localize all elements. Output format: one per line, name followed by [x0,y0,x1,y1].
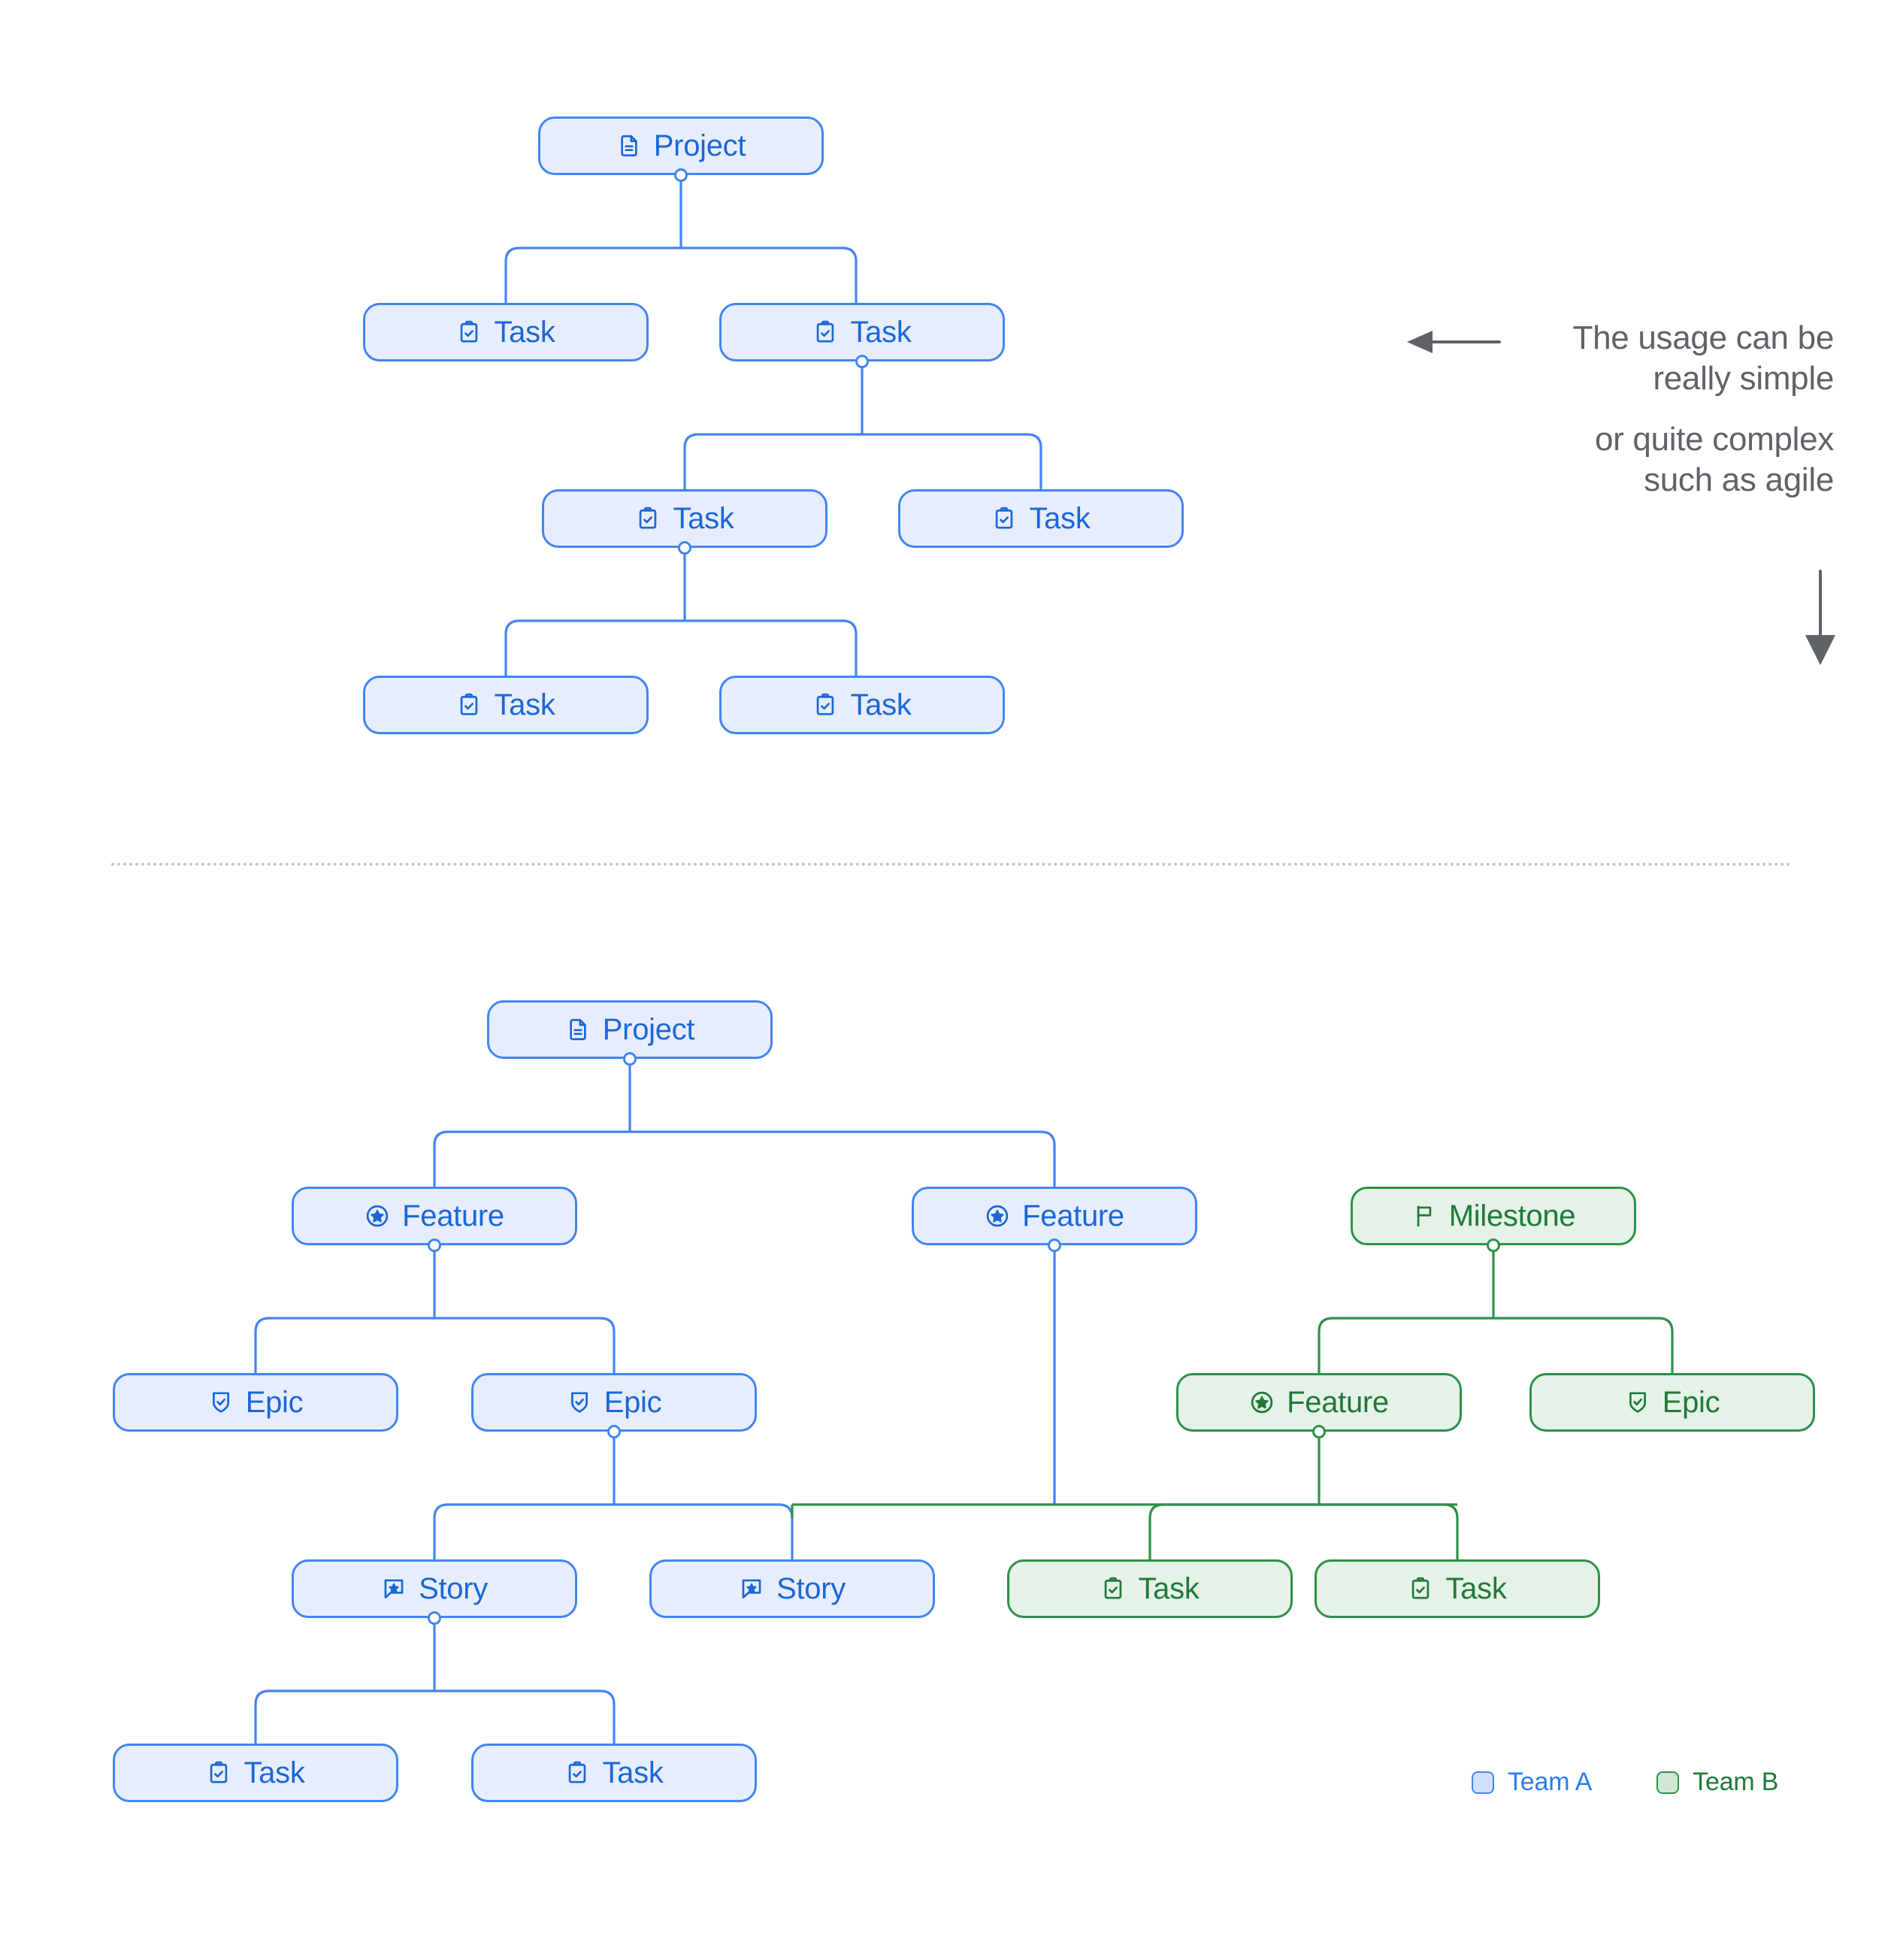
node-task[interactable]: Task [471,1744,757,1802]
legend: Team A Team B [1472,1768,1778,1797]
legend-swatch-blue [1472,1771,1494,1794]
node-task[interactable]: Task [363,303,649,361]
node-task[interactable]: Task [363,676,649,734]
node-label: Story [419,1572,488,1605]
node-task[interactable]: Task [113,1744,398,1802]
node-label: Feature [402,1199,504,1233]
task-icon [812,319,838,345]
section-divider [111,863,1792,866]
epic-icon [208,1390,234,1415]
node-task[interactable]: Task [898,489,1184,548]
connector-dot [678,541,691,555]
node-story[interactable]: Story [292,1559,577,1618]
node-label: Task [850,316,912,349]
wire-a2-bus [683,433,1042,489]
wire-s1-bus [254,1689,616,1744]
node-label: Task [850,688,912,721]
node-label: Task [1445,1572,1507,1605]
feature-icon [365,1203,390,1229]
node-label: Task [1029,502,1091,535]
node-project[interactable]: Project [538,116,824,175]
epic-icon [1625,1390,1650,1415]
feature-icon [985,1203,1010,1229]
legend-swatch-green [1656,1771,1680,1794]
epic-icon [567,1390,592,1415]
node-label: Story [776,1572,846,1605]
node-label: Epic [604,1386,662,1419]
legend-label-team-b: Team B [1693,1768,1779,1796]
connector-dot [1487,1239,1500,1252]
task-icon [456,319,482,345]
connector-dot [428,1239,441,1252]
connector-dot [674,168,688,182]
annotation-text: The usage can be really simple or quite … [1458,318,1835,501]
node-label: Epic [245,1386,304,1419]
node-label: Task [494,688,555,721]
node-task[interactable]: Task [1315,1559,1600,1618]
node-label: Milestone [1448,1199,1576,1233]
wire-e2-bus [433,1503,794,1559]
node-label: Feature [1287,1386,1389,1419]
node-feature[interactable]: Feature [912,1187,1197,1245]
legend-item-team-b: Team B [1656,1768,1778,1797]
annotation-line-2: really simple [1653,359,1834,397]
wire-broot-bus [433,1130,1056,1187]
node-label: Task [244,1756,305,1789]
node-label: Task [1138,1572,1200,1605]
task-icon [635,506,661,531]
annot-arrow-down-head [1805,635,1835,665]
wire-b1-bus [504,619,858,676]
connector-dot [607,1425,621,1438]
node-label: Epic [1662,1386,1720,1419]
node-epic[interactable]: Epic [1529,1373,1815,1432]
wire-root-bus [504,247,858,303]
node-label: Task [602,1756,664,1789]
node-epic[interactable]: Epic [471,1373,757,1432]
document-icon [616,133,642,159]
node-feature[interactable]: Feature [292,1187,577,1245]
connector-dot [623,1052,637,1066]
story-icon [381,1576,407,1602]
legend-item-team-a: Team A [1472,1768,1592,1797]
node-milestone[interactable]: Milestone [1351,1187,1636,1245]
node-task[interactable]: Task [719,676,1005,734]
connector-dot [855,355,869,368]
node-task[interactable]: Task [542,489,827,548]
milestone-icon [1411,1203,1437,1229]
node-feature[interactable]: Feature [1176,1373,1462,1432]
task-icon [206,1760,231,1786]
wire-gf-bus [1148,1503,1459,1559]
annot-arrow-left-head [1407,331,1433,353]
node-label: Task [494,316,555,349]
annotation-line-3: or quite complex [1594,421,1834,458]
node-epic[interactable]: Epic [113,1373,398,1432]
connector-dot [1048,1239,1061,1252]
annotation-line-4: such as agile [1644,461,1834,499]
task-icon [456,692,482,718]
annotation-line-1: The usage can be [1572,319,1835,356]
story-icon [739,1576,764,1602]
feature-icon [1249,1390,1275,1415]
task-icon [1408,1576,1433,1602]
legend-label-team-a: Team A [1508,1768,1593,1796]
node-task[interactable]: Task [719,303,1005,361]
connector-dot [1312,1425,1326,1438]
node-label: Project [653,129,746,162]
node-label: Feature [1022,1199,1124,1233]
task-icon [991,506,1017,531]
node-story[interactable]: Story [649,1559,935,1618]
wire-f1-bus [254,1317,616,1373]
task-icon [564,1760,590,1786]
node-project[interactable]: Project [487,1000,773,1059]
wire-ms-bus [1318,1317,1674,1373]
task-icon [812,692,838,718]
node-label: Project [602,1013,695,1046]
node-label: Task [673,502,734,535]
document-icon [565,1017,591,1042]
node-task[interactable]: Task [1007,1559,1293,1618]
connector-dot [428,1611,441,1625]
task-icon [1100,1576,1126,1602]
